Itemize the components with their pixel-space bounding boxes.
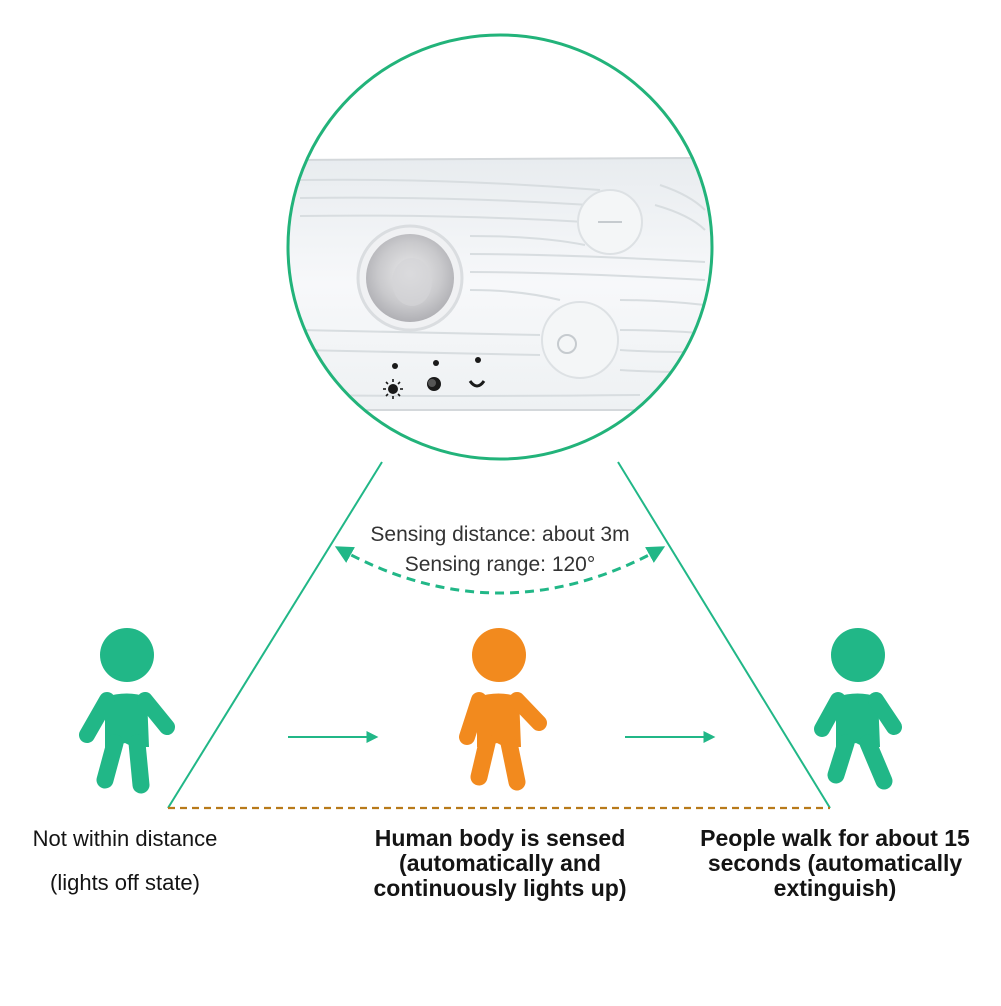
- state-center-line3: continuously lights up): [330, 876, 670, 901]
- state-left-line1: Not within distance: [0, 826, 250, 851]
- moon-icon: [427, 377, 441, 391]
- person-center-icon: [467, 628, 539, 782]
- state-right-line3: extinguish): [680, 876, 990, 901]
- person-left-icon: [87, 628, 167, 785]
- sun-icon: [383, 379, 403, 399]
- device-closeup: [280, 35, 712, 459]
- state-right-line1: People walk for about 15: [680, 826, 990, 851]
- cone-right-line: [618, 462, 830, 808]
- cone-left-line: [168, 462, 382, 808]
- state-left-line2: (lights off state): [0, 870, 250, 895]
- state-center-line1: Human body is sensed: [330, 826, 670, 851]
- state-right-line2: seconds (automatically: [680, 851, 990, 876]
- sensing-range-label: Sensing range: 120°: [330, 552, 670, 577]
- person-right-icon: [822, 628, 894, 781]
- sensing-distance-label: Sensing distance: about 3m: [330, 522, 670, 547]
- state-center-line2: (automatically and: [330, 851, 670, 876]
